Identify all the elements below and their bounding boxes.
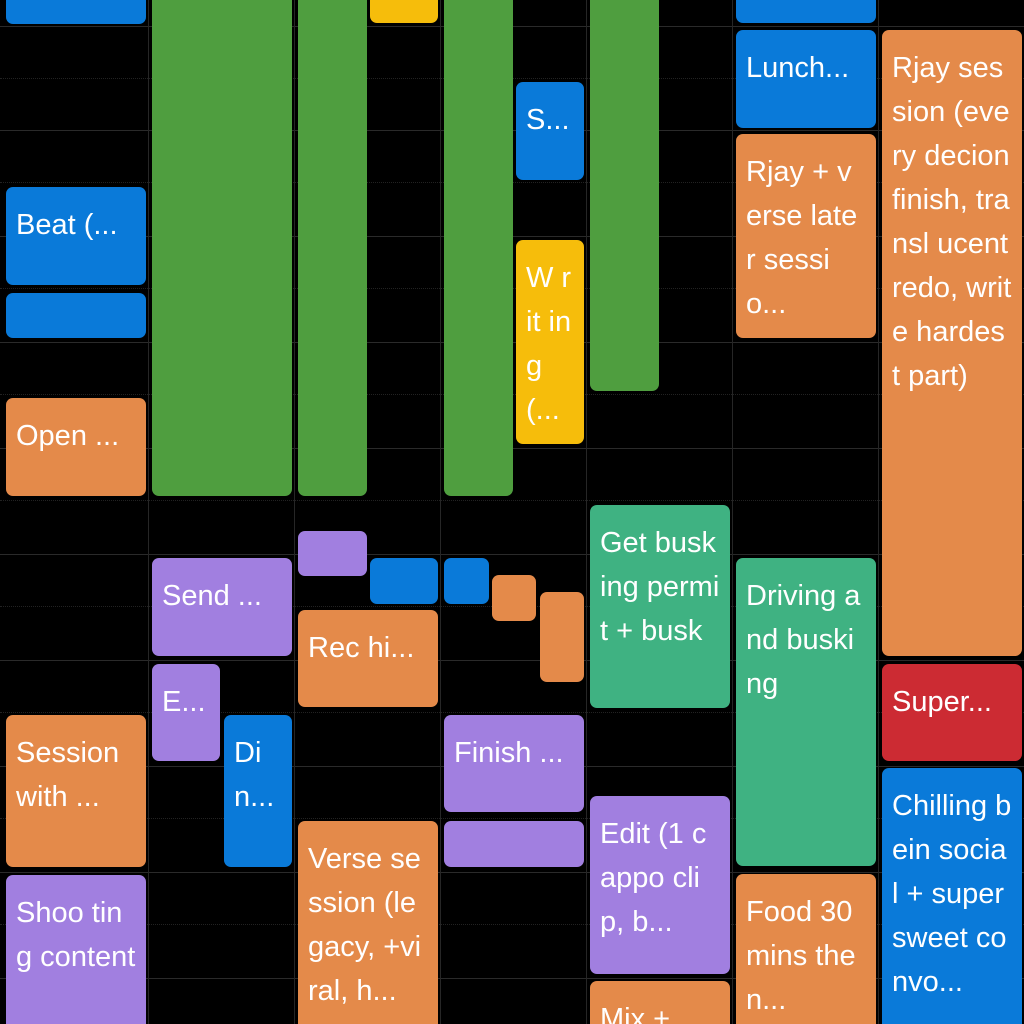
event-block[interactable]: W rit ing (... bbox=[516, 240, 584, 444]
event-title: Driving and busking bbox=[746, 580, 861, 700]
event-title: Session with ... bbox=[16, 737, 120, 813]
event-block[interactable]: Open ... bbox=[6, 398, 146, 496]
event-title: Shoo ting content bbox=[16, 897, 136, 973]
event-block[interactable] bbox=[298, 531, 367, 576]
event-block[interactable] bbox=[444, 0, 513, 496]
event-block[interactable] bbox=[298, 0, 367, 496]
event-title: Chilling bein social + super sweet convo… bbox=[892, 790, 1012, 998]
event-title: Rjay + verse later sessio... bbox=[746, 156, 858, 320]
event-title: Get busking permit + busk bbox=[600, 527, 720, 647]
event-block[interactable] bbox=[736, 0, 876, 23]
day-divider bbox=[878, 0, 879, 1024]
event-title: Lunch... bbox=[746, 52, 850, 84]
day-divider bbox=[732, 0, 733, 1024]
event-title: Open ... bbox=[16, 420, 120, 452]
event-block[interactable]: S... bbox=[516, 82, 584, 180]
event-title: Mix + ... bbox=[600, 1003, 703, 1024]
event-title: Send ... bbox=[162, 580, 262, 612]
day-divider bbox=[294, 0, 295, 1024]
event-block[interactable] bbox=[444, 558, 489, 604]
event-block[interactable]: Driving and busking bbox=[736, 558, 876, 866]
event-title: Food 30mins then... bbox=[746, 896, 856, 1016]
event-block[interactable]: Rjay session (every decion finish, trans… bbox=[882, 30, 1022, 656]
event-block[interactable]: Beat (... bbox=[6, 187, 146, 285]
event-block[interactable]: Rec hi... bbox=[298, 610, 438, 707]
event-title: Rec hi... bbox=[308, 632, 415, 664]
grid-line bbox=[0, 554, 1024, 555]
event-title: Beat (... bbox=[16, 209, 118, 241]
event-block[interactable]: Session with ... bbox=[6, 715, 146, 867]
event-block[interactable]: Edit (1 cappo clip, b... bbox=[590, 796, 730, 974]
event-block[interactable]: Get busking permit + busk bbox=[590, 505, 730, 708]
event-title: W rit ing (... bbox=[526, 262, 572, 426]
event-block[interactable] bbox=[6, 293, 146, 338]
event-block[interactable]: Chilling bein social + super sweet convo… bbox=[882, 768, 1022, 1024]
event-title: Finish ... bbox=[454, 737, 564, 769]
event-block[interactable] bbox=[152, 0, 292, 496]
grid-line bbox=[0, 712, 1024, 713]
event-block[interactable] bbox=[6, 0, 146, 24]
event-title: Super... bbox=[892, 686, 992, 718]
event-title: Edit (1 cappo clip, b... bbox=[600, 818, 707, 938]
event-block[interactable] bbox=[492, 575, 536, 621]
event-block[interactable]: Mix + ... bbox=[590, 981, 730, 1024]
event-block[interactable]: E... bbox=[152, 664, 220, 761]
event-block[interactable]: Send ... bbox=[152, 558, 292, 656]
event-block[interactable] bbox=[370, 0, 438, 23]
event-block[interactable]: Di n... bbox=[224, 715, 292, 867]
day-divider bbox=[148, 0, 149, 1024]
event-block[interactable]: Food 30mins then... bbox=[736, 874, 876, 1024]
event-title: E... bbox=[162, 686, 206, 718]
grid-line bbox=[0, 500, 1024, 501]
day-divider bbox=[440, 0, 441, 1024]
event-title: Verse session (legacy, +viral, h... bbox=[308, 843, 422, 1007]
event-block[interactable]: Finish ... bbox=[444, 715, 584, 812]
event-block[interactable] bbox=[370, 558, 438, 604]
event-title: Rjay session (every decion finish, trans… bbox=[892, 52, 1012, 392]
event-title: S... bbox=[526, 104, 570, 136]
event-block[interactable]: Super... bbox=[882, 664, 1022, 761]
grid-line bbox=[0, 978, 1024, 979]
grid-line bbox=[0, 818, 1024, 819]
grid-line bbox=[0, 660, 1024, 661]
grid-line bbox=[0, 872, 1024, 873]
grid-line bbox=[0, 924, 1024, 925]
event-title: Di n... bbox=[234, 737, 275, 813]
event-block[interactable]: Shoo ting content bbox=[6, 875, 146, 1024]
event-block[interactable] bbox=[590, 0, 659, 391]
event-block[interactable] bbox=[444, 821, 584, 867]
event-block[interactable]: Verse session (legacy, +viral, h... bbox=[298, 821, 438, 1024]
event-block[interactable] bbox=[540, 592, 584, 682]
event-block[interactable]: Lunch... bbox=[736, 30, 876, 128]
day-divider bbox=[586, 0, 587, 1024]
event-block[interactable]: Rjay + verse later sessio... bbox=[736, 134, 876, 338]
